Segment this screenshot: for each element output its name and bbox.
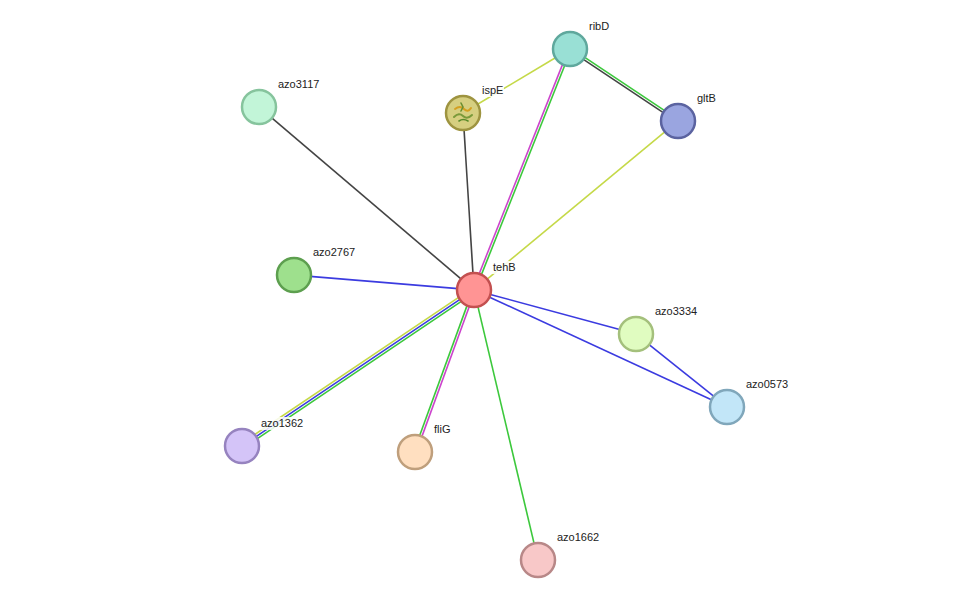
- interaction-edge: [648, 344, 714, 397]
- node-circle: [445, 95, 481, 131]
- node-circle: [618, 316, 654, 352]
- interaction-edge: [583, 57, 666, 113]
- node-disc: [661, 104, 695, 138]
- evidence-line: [419, 305, 467, 437]
- node-label: azo3334: [654, 305, 698, 318]
- evidence-line: [478, 306, 535, 545]
- node-disc: [398, 435, 432, 469]
- evidence-line: [464, 129, 473, 274]
- node-disc: [553, 32, 587, 66]
- interaction-edge: [486, 131, 665, 280]
- node-circle: [709, 389, 745, 425]
- interaction-edge: [310, 276, 458, 288]
- evidence-line: [257, 301, 462, 439]
- interaction-edge: [271, 117, 462, 279]
- evidence-line: [254, 297, 459, 435]
- interaction-edge: [489, 297, 713, 401]
- node-disc: [277, 258, 311, 292]
- evidence-line: [584, 57, 665, 111]
- interaction-edge: [478, 306, 535, 545]
- evidence-line: [477, 57, 557, 105]
- interaction-edge: [477, 57, 557, 105]
- protein-node: ispE: [445, 95, 481, 131]
- node-disc: [225, 429, 259, 463]
- protein-node: azo2767: [276, 257, 312, 293]
- protein-node: tehB: [456, 272, 492, 308]
- interaction-edge: [489, 294, 620, 330]
- node-circle: [241, 89, 277, 125]
- interaction-edge: [254, 297, 462, 439]
- evidence-line: [486, 131, 665, 280]
- node-circle: [520, 542, 556, 578]
- node-circle: [660, 103, 696, 139]
- node-label: azo1362: [260, 417, 304, 430]
- node-circle: [224, 428, 260, 464]
- evidence-line: [271, 117, 462, 279]
- node-disc: [710, 390, 744, 424]
- evidence-line: [648, 344, 714, 397]
- node-disc: [242, 90, 276, 124]
- node-label: fliG: [433, 423, 452, 436]
- node-label: azo3117: [277, 78, 320, 91]
- evidence-line: [481, 64, 565, 275]
- node-disc: [457, 273, 491, 307]
- node-circle: [456, 272, 492, 308]
- evidence-line: [310, 276, 458, 288]
- node-label: tehB: [492, 261, 517, 274]
- evidence-line: [489, 294, 620, 330]
- interaction-edge: [419, 305, 469, 438]
- structure-icon: [454, 103, 472, 121]
- protein-node: azo3117: [241, 89, 277, 125]
- protein-node: ribD: [552, 31, 588, 67]
- evidence-line: [583, 59, 664, 113]
- interaction-edge: [464, 129, 473, 274]
- node-circle: [276, 257, 312, 293]
- node-circle: [397, 434, 433, 470]
- protein-node: azo1362: [224, 428, 260, 464]
- node-label: azo0573: [745, 378, 789, 391]
- node-label: ispE: [481, 84, 504, 97]
- node-circle: [552, 31, 588, 67]
- node-label: azo1662: [556, 531, 600, 544]
- node-disc: [619, 317, 653, 351]
- evidence-line: [422, 305, 470, 437]
- node-label: gltB: [696, 92, 717, 105]
- protein-node: gltB: [660, 103, 696, 139]
- protein-node: azo3334: [618, 316, 654, 352]
- node-disc: [521, 543, 555, 577]
- interaction-edge: [479, 63, 565, 275]
- node-label: ribD: [588, 20, 610, 33]
- protein-node: azo0573: [709, 389, 745, 425]
- protein-node: azo1662: [520, 542, 556, 578]
- evidence-line: [479, 63, 563, 274]
- node-disc: [446, 96, 480, 130]
- node-label: azo2767: [312, 246, 356, 259]
- evidence-line: [489, 297, 713, 401]
- protein-node: fliG: [397, 434, 433, 470]
